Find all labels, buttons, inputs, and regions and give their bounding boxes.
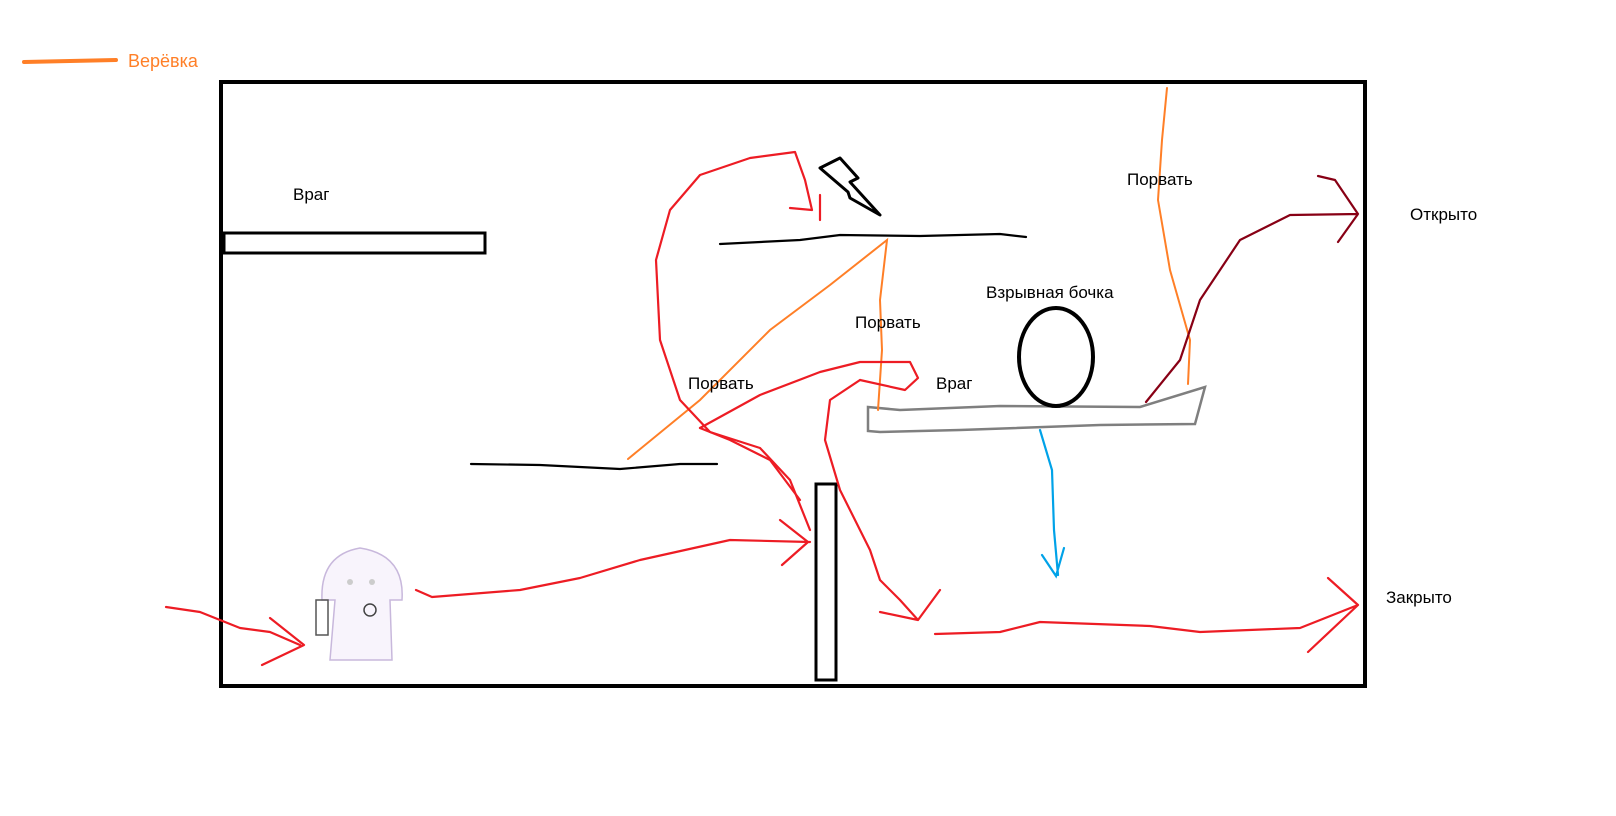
path-arrow-climb xyxy=(654,150,822,532)
rope-right xyxy=(1156,87,1192,385)
label-closed: Закрыто xyxy=(1386,588,1452,607)
label-enemy-top-left: Враг xyxy=(293,185,329,204)
label-tear-middle: Порвать xyxy=(855,313,921,332)
path-arrow-drop xyxy=(698,378,942,622)
path-arrow-tear xyxy=(698,360,920,430)
platform-grey xyxy=(866,385,1207,434)
fall-arrow xyxy=(1038,428,1066,579)
path-arrow-entry xyxy=(164,605,306,667)
label-tear-left: Порвать xyxy=(688,374,754,393)
label-open: Открыто xyxy=(1410,205,1477,224)
platform-lower xyxy=(469,462,719,471)
rope-left xyxy=(627,237,889,460)
path-arrow-closed xyxy=(933,576,1360,654)
level-frame xyxy=(219,80,1367,688)
platform-upper xyxy=(718,232,1028,246)
label-enemy-right: Враг xyxy=(936,374,972,393)
player-character xyxy=(315,547,403,661)
explosive-barrel xyxy=(1017,306,1095,408)
label-barrel: Взрывная бочка xyxy=(986,283,1114,302)
label-tear-right: Порвать xyxy=(1127,170,1193,189)
lightning-icon xyxy=(818,156,882,217)
path-arrow-open xyxy=(1144,174,1360,404)
ledge-top-left xyxy=(222,231,487,255)
legend-label: Верёвка xyxy=(128,51,199,71)
legend-rope-swatch xyxy=(22,58,118,64)
wall-pillar xyxy=(814,482,838,682)
path-arrow-to-wall xyxy=(414,518,812,599)
